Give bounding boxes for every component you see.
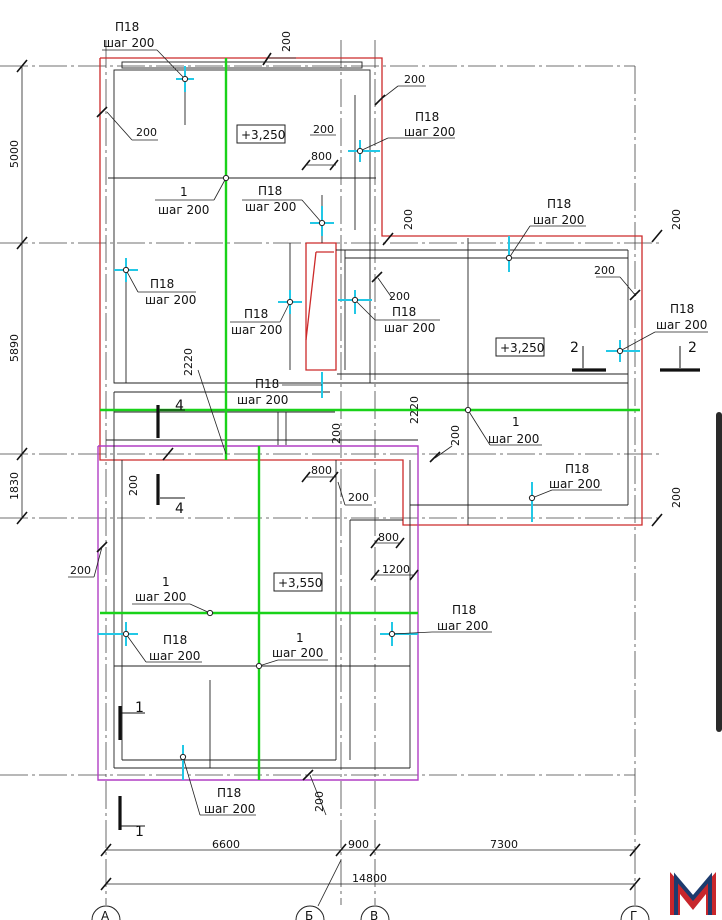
green-reinforcement xyxy=(100,58,640,780)
section-number: 4 xyxy=(175,501,184,517)
dim-1200: 1200 xyxy=(382,563,410,576)
rebar-label: П18 xyxy=(452,603,476,617)
rebar-pitch: шаг 200 xyxy=(231,323,282,337)
dim-left: 1830 xyxy=(8,472,21,500)
rebar-label: П18 xyxy=(217,786,241,800)
rebar-points xyxy=(122,75,624,761)
rebar-pitch: шаг 200 xyxy=(103,36,154,50)
dim-200: 200 xyxy=(389,290,410,303)
rebar-pitch: шаг 200 xyxy=(204,802,255,816)
cyan-markers xyxy=(98,66,640,780)
dim-200: 200 xyxy=(670,487,683,508)
rebar-label: П18 xyxy=(255,377,279,391)
level-mark: +3,550 xyxy=(278,576,322,590)
rebar-pitch: шаг 200 xyxy=(272,646,323,660)
section-number: 1 xyxy=(135,700,144,716)
axis-leaders xyxy=(317,859,342,907)
level-mark: +3,250 xyxy=(241,128,285,142)
dim-200: 200 xyxy=(313,123,334,136)
axis-label: В xyxy=(370,909,378,920)
reinf-number: 1 xyxy=(162,575,170,589)
dim-total: 14800 xyxy=(352,872,387,885)
reinf-number: 1 xyxy=(180,185,188,199)
axis-label: Б xyxy=(305,909,313,920)
dim-800: 800 xyxy=(311,464,332,477)
dimension-lines xyxy=(21,66,635,885)
slab-outline-magenta xyxy=(97,445,419,781)
axis-circles xyxy=(91,905,650,920)
dim-200: 200 xyxy=(594,264,615,277)
rebar-pitch: шаг 200 xyxy=(145,293,196,307)
dim-2220: 2220 xyxy=(408,396,421,424)
section-number: 2 xyxy=(570,340,579,356)
dim-left: 5000 xyxy=(8,140,21,168)
dim-200: 200 xyxy=(127,475,140,496)
level-boxes xyxy=(236,124,545,592)
dim-200: 200 xyxy=(404,73,425,86)
rebar-label: П18 xyxy=(670,302,694,316)
rebar-pitch: шаг 200 xyxy=(549,477,600,491)
rebar-pitch: шаг 200 xyxy=(149,649,200,663)
rebar-label: П18 xyxy=(565,462,589,476)
axis-label: Г xyxy=(630,909,637,920)
rebar-pitch: шаг 200 xyxy=(533,213,584,227)
rebar-pitch: шаг 200 xyxy=(245,200,296,214)
axis-label: А xyxy=(101,909,110,920)
rebar-label: П18 xyxy=(244,307,268,321)
dim-200: 200 xyxy=(330,423,343,444)
dim-bottom: 6600 xyxy=(212,838,240,851)
structure-lines xyxy=(106,61,629,769)
rebar-pitch: шаг 200 xyxy=(237,393,288,407)
dim-bottom: 900 xyxy=(348,838,369,851)
rebar-label: П18 xyxy=(163,633,187,647)
reinf-number: 1 xyxy=(512,415,520,429)
dim-200: 200 xyxy=(313,791,326,812)
level-mark: +3,250 xyxy=(500,341,544,355)
rebar-pitch: шаг 200 xyxy=(437,619,488,633)
brand-logo xyxy=(670,872,716,915)
dim-left: 5890 xyxy=(8,334,21,362)
section-markers xyxy=(118,368,700,830)
dim-800: 800 xyxy=(378,531,399,544)
rebar-pitch: шаг 200 xyxy=(158,203,209,217)
rebar-pitch: шаг 200 xyxy=(404,125,455,139)
section-number: 2 xyxy=(688,340,697,356)
rebar-label: П18 xyxy=(115,20,139,34)
section-number: 1 xyxy=(135,824,144,840)
dim-200: 200 xyxy=(348,491,369,504)
rebar-label: П18 xyxy=(258,184,282,198)
leaders xyxy=(68,49,708,816)
dim-2220: 2220 xyxy=(182,348,195,376)
dim-200: 200 xyxy=(449,425,462,446)
dim-200: 200 xyxy=(70,564,91,577)
section-number: 4 xyxy=(175,398,184,414)
slab-outline-red xyxy=(99,57,643,526)
dim-200: 200 xyxy=(670,209,683,230)
dim-200: 200 xyxy=(136,126,157,139)
rebar-pitch: шаг 200 xyxy=(488,432,539,446)
dim-200: 200 xyxy=(402,209,415,230)
rebar-label: П18 xyxy=(392,305,416,319)
rebar-label: П18 xyxy=(150,277,174,291)
dim-200: 200 xyxy=(280,31,293,52)
rebar-pitch: шаг 200 xyxy=(384,321,435,335)
rebar-pitch: шаг 200 xyxy=(135,590,186,604)
rebar-label: П18 xyxy=(547,197,571,211)
rebar-pitch: шаг 200 xyxy=(656,318,707,332)
dim-800: 800 xyxy=(311,150,332,163)
axis-grid xyxy=(0,40,660,905)
scrollbar[interactable] xyxy=(716,412,722,732)
rebar-label: П18 xyxy=(415,110,439,124)
reinf-number: 1 xyxy=(296,631,304,645)
dim-bottom: 7300 xyxy=(490,838,518,851)
reinforcement-lines xyxy=(108,70,628,768)
section-arrows xyxy=(120,346,681,827)
